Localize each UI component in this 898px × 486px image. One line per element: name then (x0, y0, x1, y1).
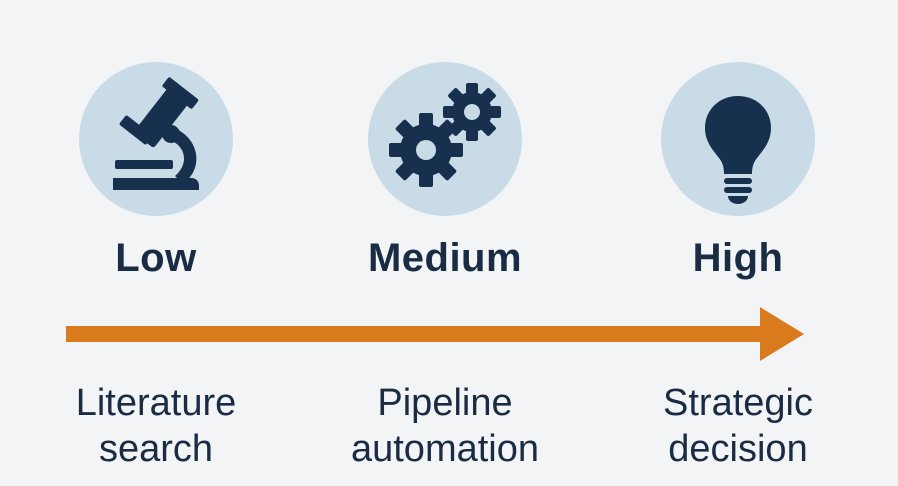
level-label-medium: Medium (367, 236, 523, 280)
task-label-high-line2: decision (668, 428, 808, 470)
task-label-high: Strategic decision (588, 380, 888, 472)
gears-icon (389, 83, 501, 187)
stage-high-icon-circle (661, 62, 815, 216)
stage-medium-icon-circle (368, 62, 522, 216)
level-label-high: High (692, 236, 784, 280)
stage-low: Low Literature search (6, 0, 306, 486)
task-label-medium-line1: Pipeline (377, 382, 513, 424)
progression-arrow-head (760, 307, 804, 361)
task-label-low-line1: Literature (75, 382, 237, 424)
task-label-medium: Pipeline automation (295, 380, 595, 472)
task-label-high-line1: Strategic (663, 382, 813, 424)
level-label-low: Low (115, 236, 197, 280)
progression-arrow (66, 307, 804, 361)
task-label-low-line2: search (98, 428, 214, 470)
lightbulb-icon (705, 96, 771, 204)
stage-low-icon-circle (79, 62, 233, 216)
task-label-low: Literature search (6, 380, 306, 472)
task-label-medium-line2: automation (350, 428, 539, 470)
microscope-icon (113, 77, 199, 190)
stage-medium: Medium Pipeline automation (295, 0, 595, 486)
stage-high: High Strategic decision (588, 0, 888, 486)
progression-arrow-shaft (66, 326, 766, 342)
